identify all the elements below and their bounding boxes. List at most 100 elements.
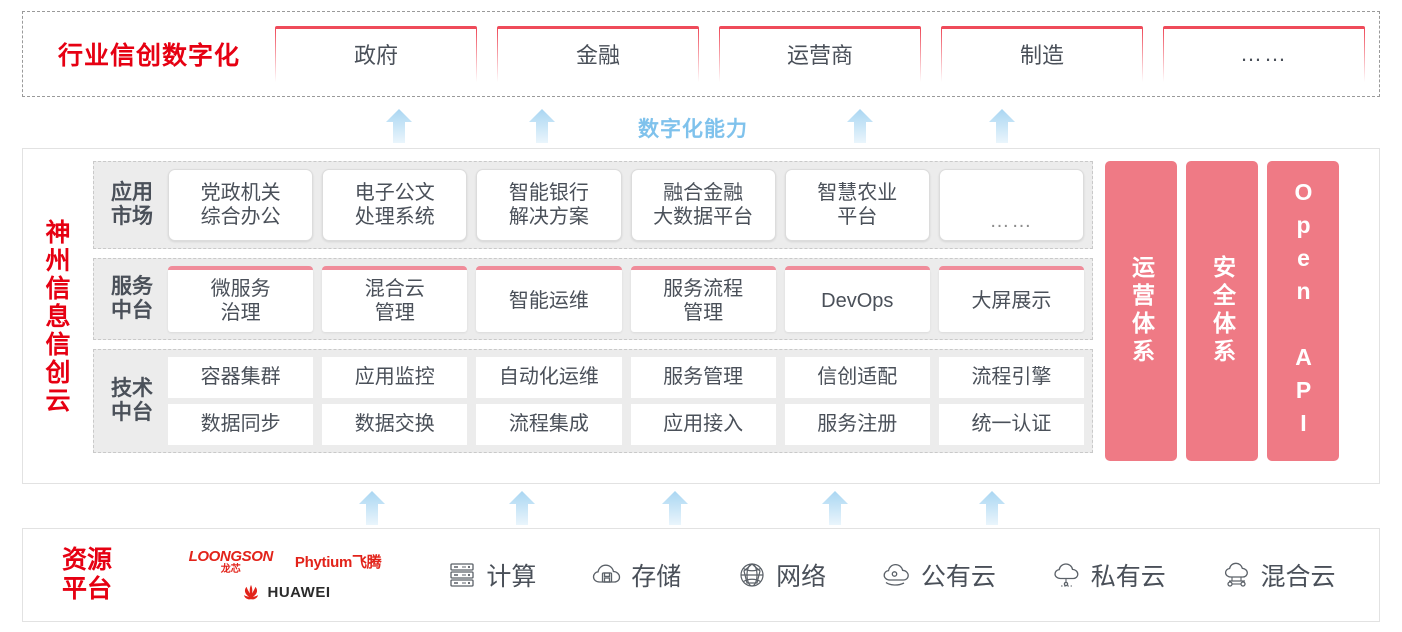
loongson-logo-icon: LOONGSON 龙芯 xyxy=(188,547,274,575)
tech-cell-unified-auth[interactable]: 统一认证 xyxy=(938,404,1085,445)
tech-cell-automated-ops[interactable]: 自动化运维 xyxy=(476,357,622,398)
resource-item-private-cloud[interactable]: 私有云 xyxy=(1051,557,1166,593)
cell-label: 流程引擎 xyxy=(971,366,1052,389)
cell-label: 自动化运维 xyxy=(498,366,599,389)
huawei-logo-icon: HUAWEI xyxy=(240,584,331,602)
cell-label: 微服务 治理 xyxy=(210,277,271,324)
app-cell-more[interactable]: …… xyxy=(938,169,1085,241)
tech-cell-service-mgmt[interactable]: 服务管理 xyxy=(630,357,776,398)
resource-item-label: 公有云 xyxy=(920,563,996,591)
resource-title-line1: 资源 xyxy=(61,545,112,574)
vendor-logo-row: LOONGSON 龙芯 Phytium飞腾 xyxy=(189,549,382,575)
resource-item-network[interactable]: 网络 xyxy=(736,557,826,593)
layer-row-service-platform: 服务 中台 微服务 治理 混合云 管理 智能运维 服务流程 管理 DevOps … xyxy=(93,258,1093,340)
service-cell-dashboard[interactable]: 大屏展示 xyxy=(938,266,1085,332)
cell-label: 智慧农业 平台 xyxy=(817,181,898,228)
app-cell-finance-bigdata[interactable]: 融合金融 大数据平台 xyxy=(630,169,776,241)
cloud-title-char: 云 xyxy=(45,387,71,415)
cloud-title-char: 信 xyxy=(45,331,71,359)
public-cloud-icon xyxy=(881,559,913,591)
industry-box-label: …… xyxy=(1240,41,1288,66)
resource-arrow-up-icon xyxy=(818,490,852,526)
resource-item-label: 网络 xyxy=(776,563,827,591)
side-panel-label: 安全体系 xyxy=(1209,255,1236,367)
industry-box-label: 政府 xyxy=(353,43,398,68)
tech-cell-app-access[interactable]: 应用接入 xyxy=(630,404,776,445)
capability-label: 数字化能力 xyxy=(638,118,748,141)
phytium-logo-icon: Phytium飞腾 xyxy=(295,551,382,572)
tech-cell-container-cluster[interactable]: 容器集群 xyxy=(168,357,314,398)
tech-cell-app-monitoring[interactable]: 应用监控 xyxy=(322,357,468,398)
cell-label: 服务流程 管理 xyxy=(663,277,744,324)
vendor-logo-list: LOONGSON 龙芯 Phytium飞腾 HUAWEI xyxy=(151,549,419,602)
tech-cell-data-sync[interactable]: 数据同步 xyxy=(168,404,314,445)
layer-label-application-market: 应用 市场 xyxy=(111,180,153,228)
service-cell-process-mgmt[interactable]: 服务流程 管理 xyxy=(630,266,776,332)
resource-title-line2: 平台 xyxy=(61,575,112,603)
resource-arrow-up-icon xyxy=(658,490,692,526)
tech-cell-data-exchange[interactable]: 数据交换 xyxy=(322,404,468,445)
cell-label: 应用接入 xyxy=(663,413,744,436)
cell-label: 容器集群 xyxy=(200,366,281,389)
server-icon xyxy=(446,559,478,591)
cell-label: 智能运维 xyxy=(508,289,589,312)
tech-cell-xinchuang-adaptation[interactable]: 信创适配 xyxy=(784,357,930,398)
resource-item-label: 混合云 xyxy=(1260,563,1336,591)
app-cell-smart-agriculture[interactable]: 智慧农业 平台 xyxy=(784,169,930,241)
cell-label: 应用监控 xyxy=(354,366,435,389)
cloud-platform-container: 神 州 信 息 信 创 云 应用 市场 党政机关 综合办公 电子公文 处理系统 … xyxy=(22,148,1380,484)
cloud-title-char: 息 xyxy=(45,303,71,331)
cloud-platform-title: 神 州 信 息 信 创 云 xyxy=(23,149,93,483)
industry-box-manufacturing[interactable]: 制造 xyxy=(941,26,1143,82)
tech-cell-process-engine[interactable]: 流程引擎 xyxy=(938,357,1085,398)
resource-item-public-cloud[interactable]: 公有云 xyxy=(881,557,996,593)
industry-box-more[interactable]: …… xyxy=(1163,26,1365,82)
resource-item-label: 计算 xyxy=(486,563,537,591)
service-cell-intelligent-ops[interactable]: 智能运维 xyxy=(476,266,622,332)
resource-arrow-up-icon xyxy=(355,490,389,526)
tech-cell-service-registry[interactable]: 服务注册 xyxy=(784,404,930,445)
service-cell-hybrid-cloud-mgmt[interactable]: 混合云 管理 xyxy=(322,266,468,332)
cell-label: DevOps xyxy=(821,289,894,312)
technical-cell-line: 数据同步 数据交换 流程集成 应用接入 服务注册 统一认证 xyxy=(168,404,1085,445)
cloud-title-char: 信 xyxy=(45,275,71,303)
app-cell-government-office[interactable]: 党政机关 综合办公 xyxy=(168,169,314,241)
app-cell-smart-bank[interactable]: 智能银行 解决方案 xyxy=(476,169,622,241)
resource-item-label: 私有云 xyxy=(1090,563,1166,591)
cell-label: 电子公文 处理系统 xyxy=(354,181,435,228)
side-panel-security-system[interactable]: 安全体系 xyxy=(1186,161,1258,461)
industry-box-list: 政府 金融 运营商 制造 …… xyxy=(275,26,1379,82)
industry-box-government[interactable]: 政府 xyxy=(275,26,477,82)
industry-box-finance[interactable]: 金融 xyxy=(497,26,699,82)
network-globe-icon xyxy=(736,559,768,591)
cell-label: 数据同步 xyxy=(200,413,281,436)
industry-box-telecom[interactable]: 运营商 xyxy=(719,26,921,82)
cell-label: 融合金融 大数据平台 xyxy=(653,181,754,228)
capability-arrow-up-icon xyxy=(985,108,1019,144)
resource-item-hybrid-cloud[interactable]: 混合云 xyxy=(1221,557,1336,593)
cloud-storage-icon xyxy=(591,559,623,591)
cell-label: 流程集成 xyxy=(508,413,589,436)
capability-arrow-up-icon xyxy=(382,108,416,144)
cell-label: 党政机关 综合办公 xyxy=(200,181,281,228)
cloud-platform-body: 应用 市场 党政机关 综合办公 电子公文 处理系统 智能银行 解决方案 融合金融… xyxy=(93,149,1379,483)
layer-row-application-market: 应用 市场 党政机关 综合办公 电子公文 处理系统 智能银行 解决方案 融合金融… xyxy=(93,161,1093,249)
side-panel-open-api[interactable]: Open API xyxy=(1267,161,1339,461)
cell-label: 智能银行 解决方案 xyxy=(508,181,589,228)
app-cell-edoc-system[interactable]: 电子公文 处理系统 xyxy=(322,169,468,241)
cell-label: 混合云 管理 xyxy=(364,277,425,324)
tech-cell-process-integration[interactable]: 流程集成 xyxy=(476,404,622,445)
side-panel-operations-system[interactable]: 运营体系 xyxy=(1105,161,1177,461)
loongson-logo-text: LOONGSON xyxy=(188,547,274,565)
service-cell-microservice-governance[interactable]: 微服务 治理 xyxy=(168,266,314,332)
layer-label-technical-platform: 技术 中台 xyxy=(111,376,153,424)
technical-cell-line: 容器集群 应用监控 自动化运维 服务管理 信创适配 流程引擎 xyxy=(168,357,1085,398)
service-cell-devops[interactable]: DevOps xyxy=(784,266,931,332)
resource-item-storage[interactable]: 存储 xyxy=(591,557,681,593)
cloud-title-char: 神 xyxy=(45,219,71,247)
cell-label: 服务注册 xyxy=(817,413,898,436)
resource-item-compute[interactable]: 计算 xyxy=(446,557,536,593)
industry-box-label: 制造 xyxy=(1019,43,1064,68)
private-cloud-icon xyxy=(1051,559,1083,591)
layer-row-technical-platform: 技术 中台 容器集群 应用监控 自动化运维 服务管理 信创适配 流程引擎 数据同… xyxy=(93,349,1093,453)
